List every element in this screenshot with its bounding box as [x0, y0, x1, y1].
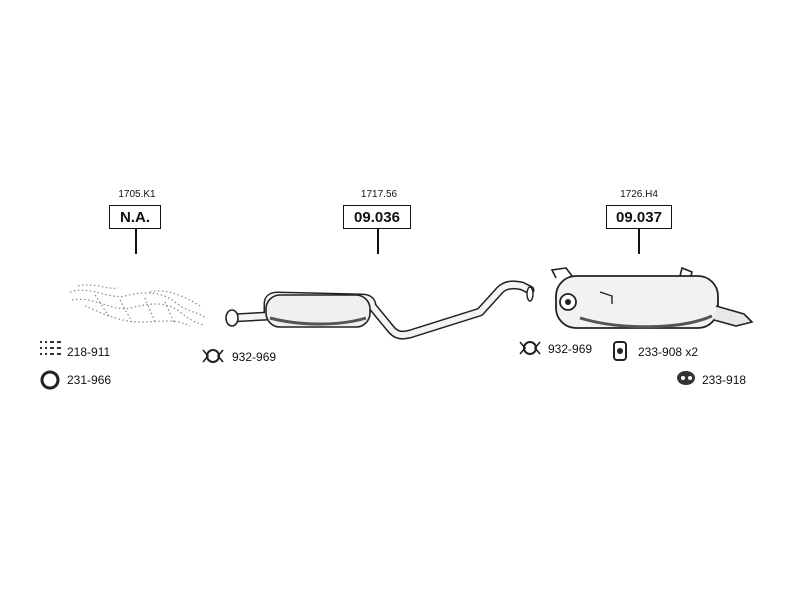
group-ref-front: 1705.K1 [118, 189, 156, 200]
rear-silencer-drawing [550, 266, 754, 329]
callout-line-rear [638, 229, 640, 254]
rubber-mount-icon [613, 341, 627, 361]
part-code-box-front[interactable]: N.A. [109, 205, 161, 229]
callout-line-front [135, 229, 137, 254]
ring-gasket-icon [40, 370, 60, 390]
part-label-mount[interactable]: 233-908 x2 [638, 345, 699, 359]
pipe-clamp-icon [519, 341, 541, 355]
part-label-clamp-kit[interactable]: 218-911 [67, 345, 111, 359]
middle-silencer-drawing [225, 280, 535, 340]
part-label-clamp-mid[interactable]: 932-969 [232, 350, 277, 364]
rubber-ring-icon [677, 371, 695, 385]
group-ref-rear: 1726.H4 [620, 189, 658, 200]
part-code-box-middle[interactable]: 09.036 [343, 205, 411, 229]
pipe-clamp-icon [202, 349, 224, 363]
front-pipe-sketch [69, 284, 206, 327]
part-label-rubber[interactable]: 233-918 [702, 373, 747, 387]
group-ref-middle: 1717.56 [360, 189, 398, 200]
part-code-box-rear[interactable]: 09.037 [606, 205, 672, 229]
clamp-kit-icon [40, 341, 61, 355]
part-label-ring[interactable]: 231-966 [67, 373, 112, 387]
callout-line-middle [377, 229, 379, 254]
part-label-clamp-rear[interactable]: 932-969 [548, 342, 593, 356]
